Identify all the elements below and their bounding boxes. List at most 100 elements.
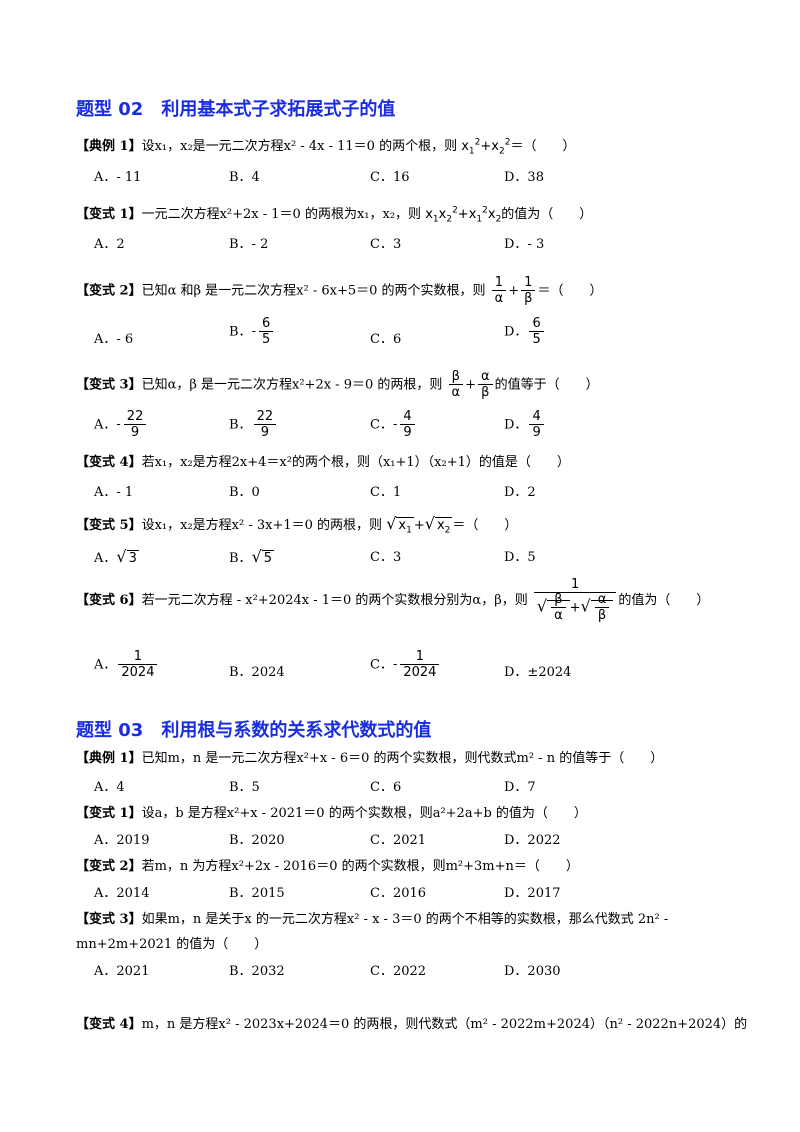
option-a: A．2021 xyxy=(94,964,150,979)
option-d: D．±2024 xyxy=(504,665,572,680)
option-a: A．- 6 xyxy=(94,332,134,347)
question-tag: 【变式 2】 xyxy=(76,283,142,299)
option-d: D．5 xyxy=(504,550,536,565)
option-a: A．2019 xyxy=(94,833,150,848)
question-tag: 【变式 2】 xyxy=(76,859,142,874)
section-title-02: 题型 02 利用基本式子求拓展式子的值 xyxy=(76,99,396,120)
option-b: B．0 xyxy=(229,485,260,500)
option-a: A．√3 xyxy=(94,547,139,566)
question-text: 已知α，β 是一元二次方程x²+2x - 9＝0 的两根，则 xyxy=(141,377,443,393)
option-c: C．3 xyxy=(370,237,402,252)
option-b: B．2032 xyxy=(229,964,285,979)
question-text: 已知m，n 是一元二次方程x²+x - 6＝0 的两个实数根，则代数式m² - … xyxy=(141,751,664,766)
option-d: D．2017 xyxy=(504,886,561,901)
option-a: A．- 11 xyxy=(94,170,142,185)
question-text: 若x₁，x₂是方程2x+4＝x²的两个根，则（x₁+1）（x₂+1）的值是（ ） xyxy=(141,455,570,470)
option-b: B．2020 xyxy=(229,833,285,848)
option-a: A．- 1 xyxy=(94,485,134,500)
option-a: A．2 xyxy=(94,237,125,252)
option-d: D．- 3 xyxy=(504,237,545,252)
question-example-1: 【典例 1】设x₁，x₂是一元二次方程x² - 4x - 11＝0 的两个根，则… xyxy=(76,138,575,156)
question-text: 已知α 和β 是一元二次方程x² - 6x+5＝0 的两个实数根，则 xyxy=(141,283,486,299)
option-d: D．2030 xyxy=(504,964,561,979)
question-text: 若一元二次方程 - x²+2024x - 1＝0 的两个实数根分别为α，β，则 xyxy=(141,593,528,608)
option-b: B．2024 xyxy=(229,665,285,680)
option-d: D．2022 xyxy=(504,833,561,848)
question-variant-1: 【变式 1】一元二次方程x²+2x - 1＝0 的两根为x₁，x₂，则 x1x2… xyxy=(76,206,592,224)
question-variant-3: 【变式 3】如果m，n 是关于x 的一元二次方程x² - x - 3＝0 的两个… xyxy=(76,911,668,929)
question-variant-4: 【变式 4】若x₁，x₂是方程2x+4＝x²的两个根，则（x₁+1）（x₂+1）… xyxy=(76,454,570,472)
option-d: D．2 xyxy=(504,485,536,500)
sqrt-x2: √x2 xyxy=(424,514,453,536)
question-variant-4: 【变式 4】m，n 是方程x² - 2023x+2024＝0 的两根，则代数式（… xyxy=(76,1016,747,1034)
question-tag: 【变式 1】 xyxy=(76,207,142,222)
question-tag: 【变式 3】 xyxy=(76,912,142,927)
sqrt-x1: √x1 xyxy=(386,514,414,536)
option-c: C．2021 xyxy=(370,833,427,848)
question-text: 如果m，n 是关于x 的一元二次方程x² - x - 3＝0 的两个不相等的实数… xyxy=(141,912,669,927)
option-c: C．6 xyxy=(370,780,402,795)
question-variant-2: 【变式 2】已知α 和β 是一元二次方程x² - 6x+5＝0 的两个实数根，则… xyxy=(76,275,603,307)
question-text: 一元二次方程x²+2x - 1＝0 的两根为x₁，x₂，则 xyxy=(141,207,422,222)
question-variant-5: 【变式 5】设x₁，x₂是方程x² - 3x+1＝0 的两根，则 √x1+√x2… xyxy=(76,514,518,536)
question-tag: 【变式 5】 xyxy=(76,518,142,533)
question-tag: 【变式 1】 xyxy=(76,806,142,821)
question-tail: 的值为（ ） xyxy=(618,593,710,608)
question-variant-2: 【变式 2】若m，n 为方程x²+2x - 2016＝0 的两个实数根，则m²+… xyxy=(76,858,579,876)
option-c: C．3 xyxy=(370,550,402,565)
question-tag: 【典例 1】 xyxy=(76,751,142,766)
question-variant-1: 【变式 1】设a，b 是方程x²+x - 2021＝0 的两个实数根，则a²+2… xyxy=(76,805,587,823)
option-c: C．2022 xyxy=(370,964,427,979)
option-d: D．7 xyxy=(504,780,536,795)
option-a: A．2014 xyxy=(94,886,150,901)
question-text: 设a，b 是方程x²+x - 2021＝0 的两个实数根，则a²+2a+b 的值… xyxy=(141,806,587,821)
question-tail: ＝（ ） xyxy=(537,283,603,299)
question-example-1: 【典例 1】已知m，n 是一元二次方程x²+x - 6＝0 的两个实数根，则代数… xyxy=(76,750,663,768)
option-c: C．16 xyxy=(370,170,410,185)
option-b: B．2015 xyxy=(229,886,285,901)
question-tag: 【典例 1】 xyxy=(76,139,142,154)
question-tail: 的值为（ ） xyxy=(501,207,593,222)
question-tail: ＝（ ） xyxy=(510,139,576,154)
question-variant-6: 【变式 6】若一元二次方程 - x²+2024x - 1＝0 的两个实数根分别为… xyxy=(76,578,710,624)
option-b: B．4 xyxy=(229,170,260,185)
option-b: B．5 xyxy=(229,780,260,795)
question-tag: 【变式 4】 xyxy=(76,455,142,470)
option-c: C．2016 xyxy=(370,886,427,901)
expression-x1sq-plus-x2sq: x12+x22 xyxy=(461,137,511,157)
question-tail: 的值等于（ ） xyxy=(494,377,599,393)
question-tag: 【变式 4】 xyxy=(76,1017,142,1032)
question-tag: 【变式 6】 xyxy=(76,593,142,608)
option-b: B．√5 xyxy=(229,547,275,566)
option-c: C．6 xyxy=(370,332,402,347)
option-c: C．1 xyxy=(370,485,402,500)
question-text: m，n 是方程x² - 2023x+2024＝0 的两根，则代数式（m² - 2… xyxy=(141,1017,748,1032)
option-d: D．38 xyxy=(504,170,544,185)
question-text: 设x₁，x₂是一元二次方程x² - 4x - 11＝0 的两个根，则 xyxy=(141,139,458,154)
option-b: B．- 2 xyxy=(229,237,269,252)
question-tail: ＝（ ） xyxy=(452,518,518,533)
expression-x1x2sq-plus-x1sqx2: x1x22+x12x2 xyxy=(425,205,502,225)
option-a: A．4 xyxy=(94,780,125,795)
question-text: 若m，n 为方程x²+2x - 2016＝0 的两个实数根，则m²+3m+n＝（… xyxy=(141,859,579,874)
section-title-03: 题型 03 利用根与系数的关系求代数式的值 xyxy=(76,720,432,741)
question-text: 设x₁，x₂是方程x² - 3x+1＝0 的两根，则 xyxy=(141,518,383,533)
question-continuation: mn+2m+2021 的值为（ ） xyxy=(76,937,268,952)
